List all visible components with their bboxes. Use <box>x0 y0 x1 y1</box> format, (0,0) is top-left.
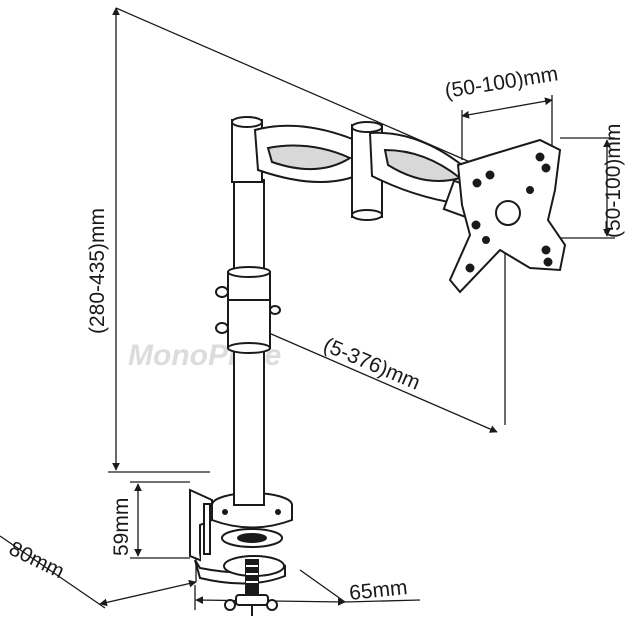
pole-height-label: (280-435)mm <box>86 208 109 334</box>
vesa-plate <box>448 138 567 294</box>
arm-reach-label: (5-376)mm <box>320 333 424 394</box>
vesa-height-label: (50-100)mm <box>602 124 625 238</box>
clamp-height-label: 59mm <box>110 498 133 556</box>
support-pole <box>215 116 281 506</box>
articulating-arms <box>253 121 484 221</box>
clamp-depth-label: 80mm <box>5 537 68 583</box>
vesa-width-label: (50-100)mm <box>443 62 560 103</box>
desk-clamp <box>189 488 293 616</box>
